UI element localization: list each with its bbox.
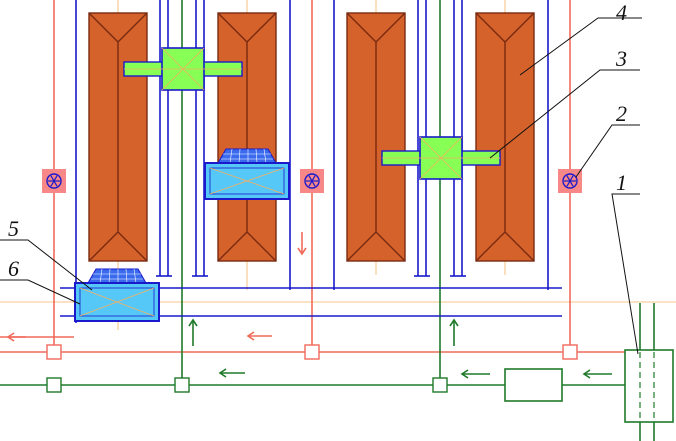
arrow-up-icon [188, 318, 198, 346]
fan-icon [558, 169, 582, 193]
arrow-left-icon [582, 369, 612, 379]
fan-icon [300, 169, 324, 193]
mixer-2 [381, 136, 501, 180]
green-junctions [46, 377, 448, 393]
arrow-left-icon [246, 331, 272, 341]
source-unit [624, 303, 674, 441]
callout-label-5: 5 [8, 216, 19, 241]
callout-label-4: 4 [616, 0, 627, 25]
callout-label-1: 1 [616, 170, 627, 195]
arrow-up-icon [449, 318, 459, 346]
callout-label-2: 2 [616, 101, 627, 126]
tank-upper [204, 148, 290, 200]
fan-icon [42, 169, 66, 193]
arrow-down-icon [297, 232, 307, 256]
pile-1 [88, 12, 148, 262]
callout-label-6: 6 [8, 256, 19, 281]
pile-4 [475, 12, 535, 262]
tank-lower [74, 268, 160, 322]
mixer-1 [123, 47, 243, 91]
callout-label-3: 3 [615, 46, 627, 71]
pile-3 [346, 12, 406, 262]
arrow-left-icon [6, 332, 26, 342]
red-junctions [46, 344, 578, 360]
arrow-left-icon [460, 369, 490, 379]
pile-2 [217, 12, 277, 262]
leader-lines [0, 17, 642, 355]
arrow-left-icon [218, 368, 245, 378]
filter-box [504, 368, 563, 402]
